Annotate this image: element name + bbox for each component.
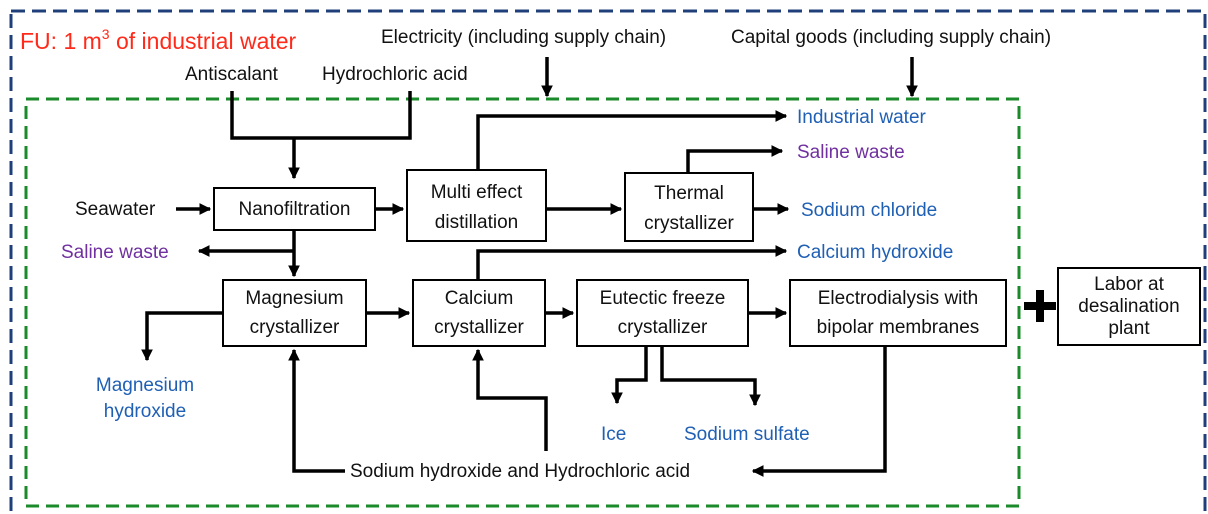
calcium-crystallizer-box: Calcium crystallizer [412, 279, 546, 347]
labor-box: Labor at desalination plant [1057, 267, 1201, 346]
edbm-to-reagent-arrow [751, 346, 887, 477]
antiscalant-input: Antiscalant [185, 64, 279, 85]
svg-text:Multi effect: Multi effect [431, 182, 523, 203]
magnesium-hydroxide-output-line2: hydroxide [104, 401, 186, 422]
svg-text:desalination: desalination [1078, 296, 1179, 317]
outer-system-boundary [9, 9, 1207, 514]
svg-text:crystallizer: crystallizer [644, 213, 734, 234]
eutectic-freeze-crystallizer-box: Eutectic freeze crystallizer [576, 279, 749, 347]
svg-text:Thermal: Thermal [654, 183, 724, 204]
hydrochloric-acid-input: Hydrochloric acid [322, 64, 468, 85]
eutectic-to-ice-arrow [611, 346, 648, 405]
svg-text:Magnesium: Magnesium [245, 288, 343, 309]
svg-text:Electrodialysis with: Electrodialysis with [818, 288, 979, 309]
ca-to-hydroxide-arrow [476, 245, 788, 280]
reagent-to-mg-arrow [288, 348, 345, 473]
functional-unit-label: FU: 1 m3 of industrial water [20, 26, 297, 54]
svg-text:crystallizer: crystallizer [434, 317, 524, 338]
multi-effect-distillation-box: Multi effect distillation [406, 169, 547, 242]
sodium-chloride-output: Sodium chloride [801, 200, 937, 221]
sodium-sulfate-output: Sodium sulfate [684, 424, 810, 445]
naoh-hcl-label: Sodium hydroxide and Hydrochloric acid [350, 461, 690, 482]
svg-text:plant: plant [1108, 318, 1150, 339]
svg-text:Labor at: Labor at [1094, 274, 1164, 295]
svg-text:crystallizer: crystallizer [250, 317, 340, 338]
med-to-water-arrow [476, 110, 788, 170]
svg-text:Nanofiltration: Nanofiltration [239, 199, 351, 220]
magnesium-crystallizer-box: Magnesium crystallizer [222, 279, 367, 347]
reagent-to-ca-arrow [472, 348, 548, 451]
magnesium-hydroxide-output-line1: Magnesium [96, 375, 194, 396]
electricity-input: Electricity (including supply chain) [381, 27, 666, 48]
calcium-hydroxide-output: Calcium hydroxide [797, 242, 953, 263]
svg-text:bipolar membranes: bipolar membranes [817, 317, 980, 338]
ice-output: Ice [601, 424, 626, 445]
thermal-crystallizer-box: Thermal crystallizer [624, 172, 754, 242]
capital-goods-input: Capital goods (including supply chain) [731, 27, 1051, 48]
nanofiltration-box: Nanofiltration [213, 187, 376, 231]
electrodialysis-box: Electrodialysis with bipolar membranes [789, 279, 1007, 347]
saline-waste-nf-output: Saline waste [61, 242, 169, 263]
thermal-to-saline-arrow [686, 145, 784, 173]
saline-waste-thermal-output: Saline waste [797, 142, 905, 163]
seawater-input: Seawater [75, 199, 156, 220]
eutectic-to-sulfate-arrow [660, 346, 761, 407]
svg-text:distillation: distillation [435, 212, 518, 233]
plus-icon [1024, 290, 1056, 322]
mg-to-hydroxide-arrow [141, 311, 223, 362]
svg-text:crystallizer: crystallizer [618, 317, 708, 338]
svg-text:Calcium: Calcium [445, 288, 514, 309]
svg-text:Eutectic freeze: Eutectic freeze [600, 288, 726, 309]
industrial-water-output: Industrial water [797, 107, 927, 128]
chemical-dosing-line [230, 91, 412, 140]
